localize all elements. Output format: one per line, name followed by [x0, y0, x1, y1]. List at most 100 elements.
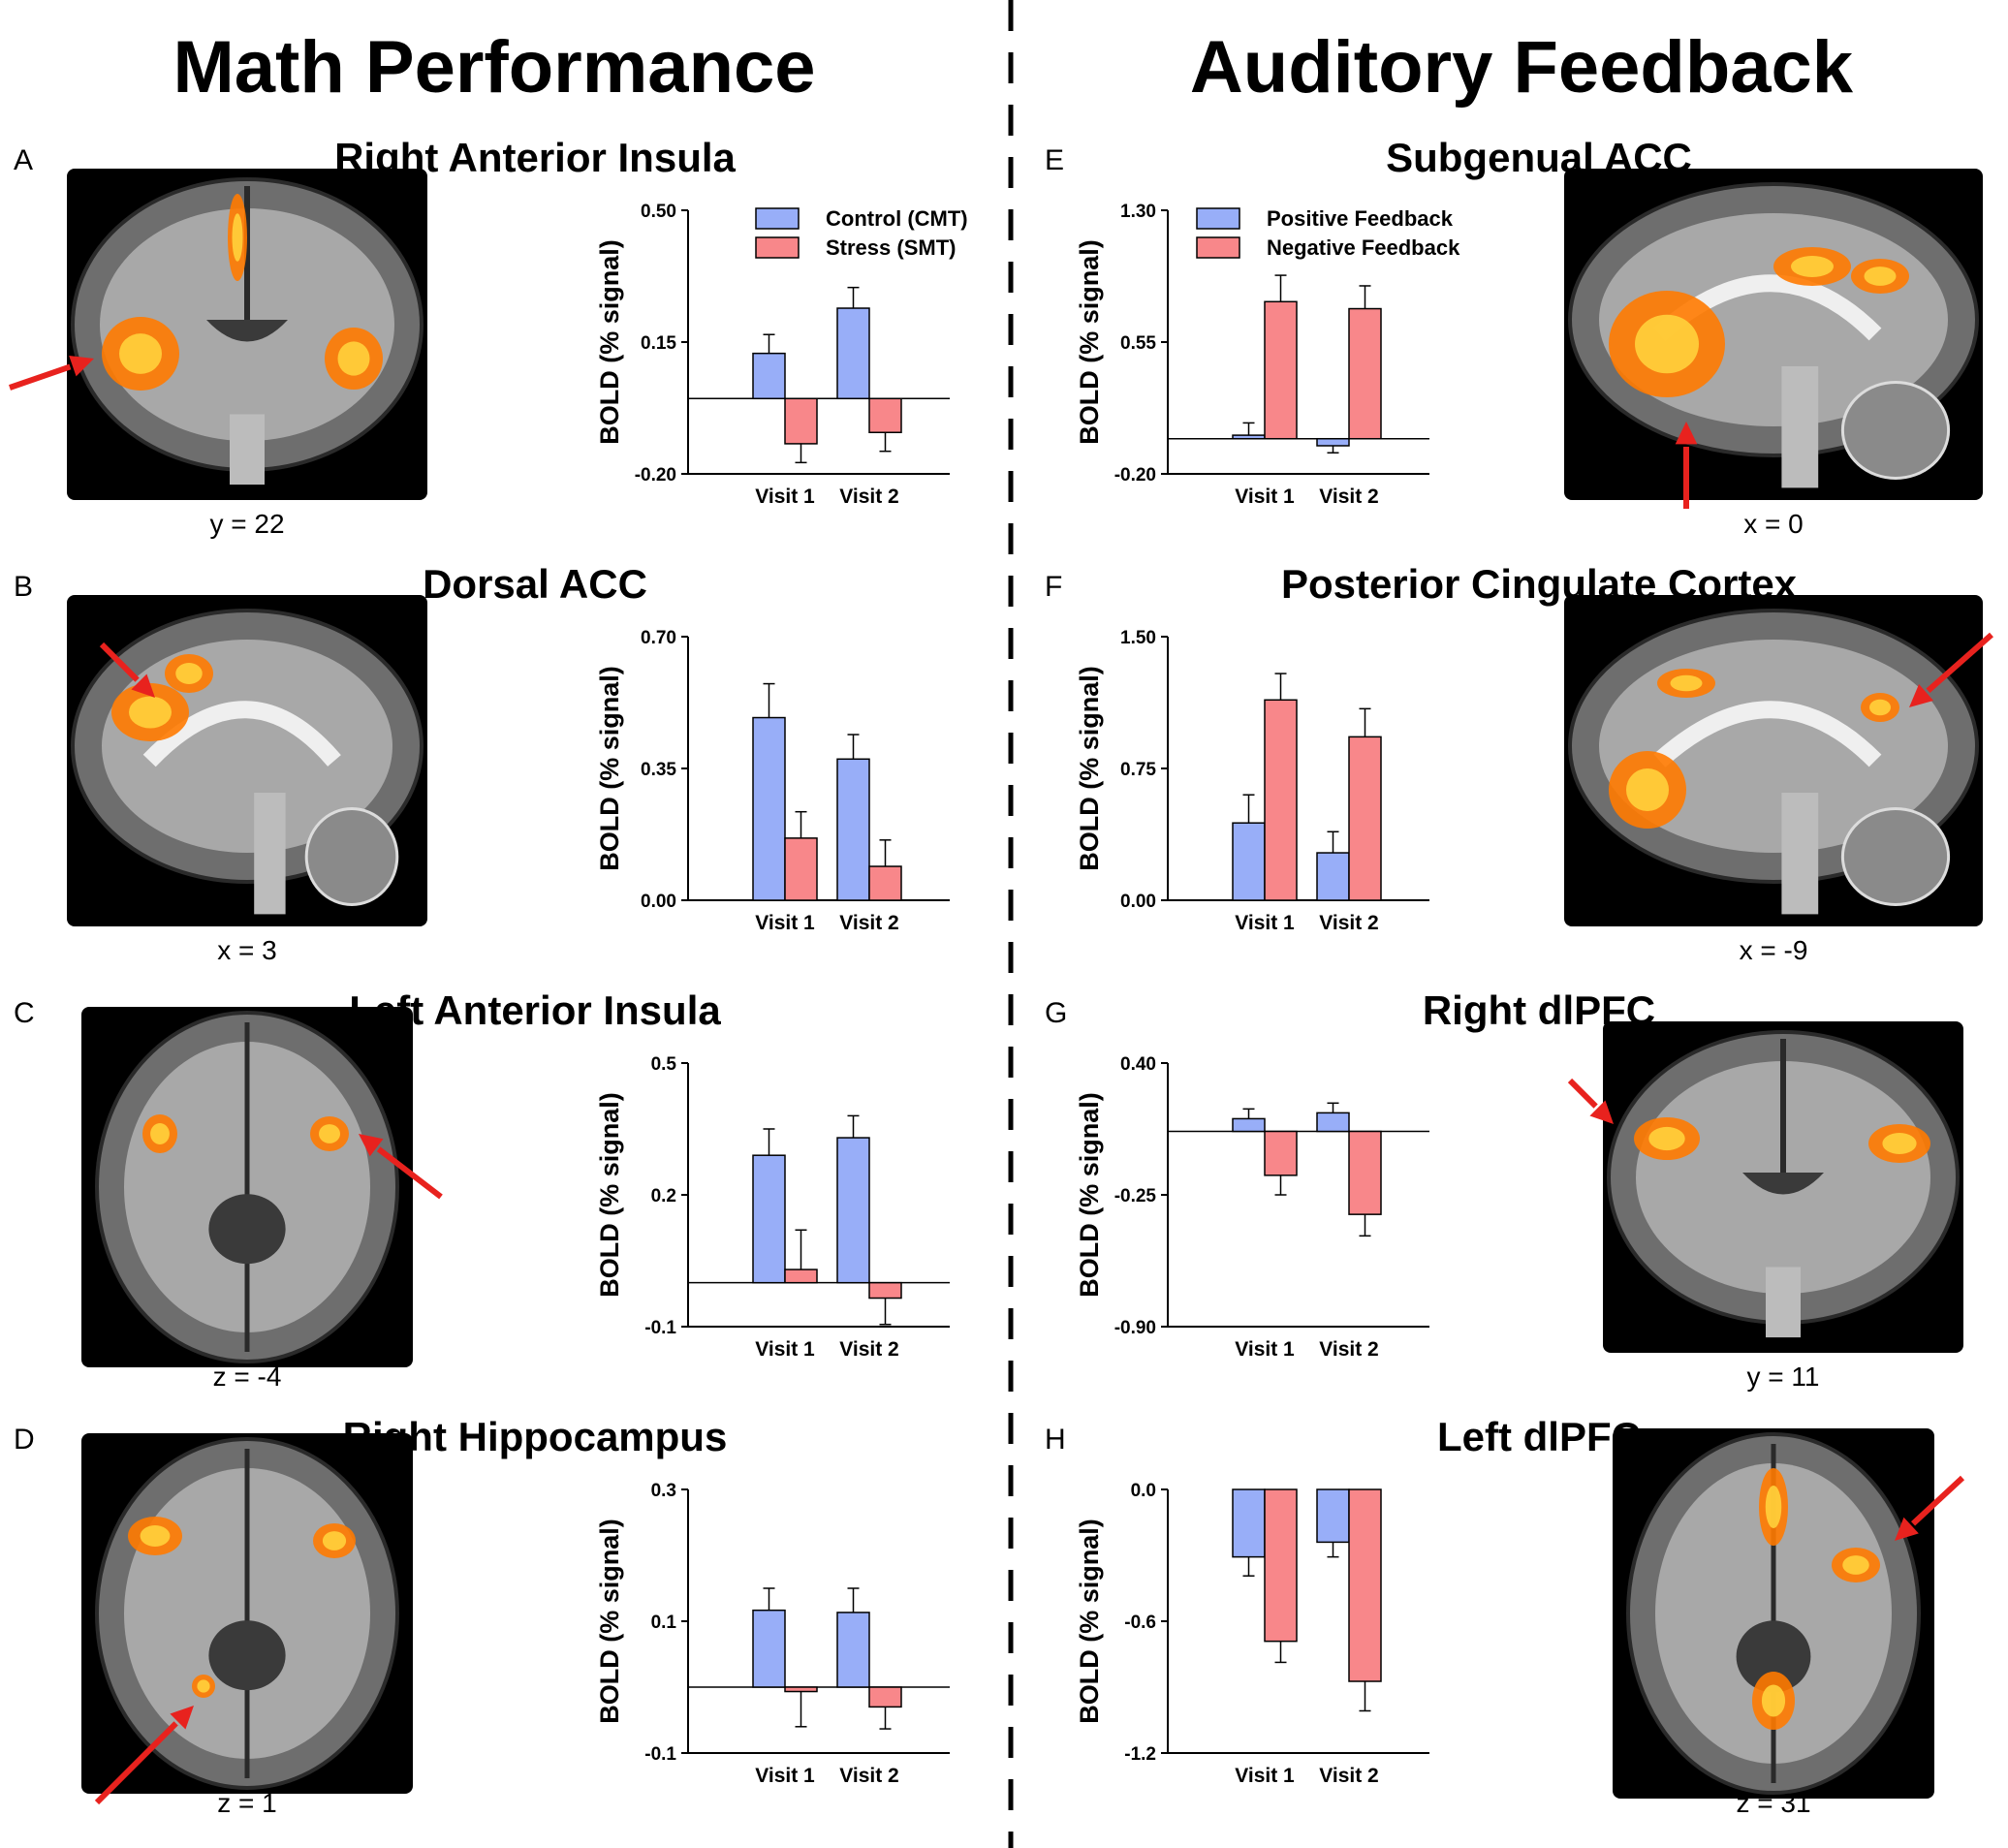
y-tick-label: -0.6	[1124, 1613, 1156, 1633]
y-tick-label: 0.00	[641, 892, 676, 912]
bar-series1	[1232, 1488, 1266, 1558]
slice-coordinate-label: x = 3	[217, 935, 276, 965]
red-arrow-icon	[1567, 1078, 1598, 1109]
bar-series2	[784, 397, 818, 445]
y-tick-label: 1.50	[1120, 628, 1156, 648]
y-axis-label: BOLD (% signal)	[595, 666, 624, 871]
red-arrow-head	[1589, 1100, 1614, 1124]
bar-series2	[1264, 1488, 1298, 1643]
bar-series1	[836, 307, 870, 400]
activation-cluster-icon	[337, 341, 370, 376]
bar-series1	[1232, 822, 1266, 901]
slice-coordinate-label: x = 0	[1743, 509, 1803, 539]
activation-cluster-icon	[140, 1525, 171, 1547]
legend-entry: Negative Feedback	[1267, 235, 1460, 260]
activation-cluster-icon	[322, 1531, 347, 1550]
bar-series2	[868, 1686, 902, 1708]
panel-letter: B	[14, 571, 33, 603]
corpus-callosum	[1653, 701, 1882, 767]
red-arrow-head	[131, 673, 155, 698]
bar-series1	[1316, 1112, 1350, 1133]
brainstem	[1781, 366, 1819, 488]
bar-series1	[1232, 434, 1266, 440]
activation-cluster-icon	[129, 696, 172, 729]
y-tick-label: -0.90	[1114, 1318, 1156, 1338]
activation-cluster-icon	[1791, 256, 1834, 277]
bar-series2	[868, 397, 902, 434]
y-tick-label: -0.1	[644, 1744, 676, 1765]
y-axis-label: BOLD (% signal)	[1075, 239, 1104, 445]
red-arrow-head	[1909, 684, 1934, 707]
slice-coordinate-label: z = -4	[213, 1362, 282, 1392]
legend-entry: Stress (SMT)	[826, 235, 956, 260]
red-arrow-icon	[1926, 632, 1993, 694]
x-tick-label: Visit 1	[755, 912, 815, 934]
panel-title: Left dlPFC	[1437, 1414, 1641, 1459]
activation-cluster-icon	[1842, 1555, 1869, 1575]
panel-letter: F	[1045, 571, 1062, 603]
ventricles	[208, 1620, 286, 1691]
bar-series2	[868, 865, 902, 901]
brain-image	[9, 169, 427, 500]
panel-letter: C	[14, 997, 35, 1029]
y-tick-label: -0.20	[635, 465, 676, 485]
brain-image	[81, 1007, 443, 1367]
activation-cluster-icon	[1765, 1486, 1782, 1528]
bar-series2	[1348, 1130, 1382, 1215]
slice-coordinate-label: y = 22	[209, 509, 284, 539]
heading-auditory-feedback: Auditory Feedback	[1190, 26, 1854, 109]
brainstem	[1766, 1267, 1801, 1338]
bar-series2	[1348, 1488, 1382, 1682]
red-arrow-icon	[94, 1721, 178, 1805]
x-tick-label: Visit 2	[1319, 1338, 1378, 1361]
red-arrow-head	[1675, 422, 1698, 445]
red-arrow-icon	[376, 1146, 443, 1200]
red-arrow-head	[170, 1706, 194, 1730]
y-tick-label: 0.70	[641, 628, 676, 648]
activation-cluster-icon	[175, 663, 203, 684]
brain-image	[1564, 595, 1993, 926]
bar-series1	[752, 352, 786, 400]
y-tick-label: 0.0	[1131, 1481, 1156, 1501]
activation-cluster-icon	[1648, 1126, 1685, 1151]
activation-cluster-icon	[1882, 1133, 1917, 1154]
slice-coordinate-label: x = -9	[1740, 935, 1808, 965]
bar-series2	[1348, 736, 1382, 901]
bar-series2	[1264, 699, 1298, 901]
cerebellum	[1840, 807, 1951, 906]
panel-title: Dorsal ACC	[423, 561, 647, 607]
brain-image	[67, 595, 427, 926]
y-tick-label: 1.30	[1120, 202, 1156, 222]
y-axis-label: BOLD (% signal)	[595, 1519, 624, 1724]
legend-entry: Control (CMT)	[826, 206, 968, 231]
activation-cluster-icon	[1761, 1684, 1786, 1717]
x-tick-label: Visit 1	[1235, 485, 1295, 508]
bar-series1	[836, 758, 870, 901]
bar-series1	[752, 1154, 786, 1284]
activation-cluster-icon	[232, 213, 243, 262]
bar-series1	[836, 1612, 870, 1688]
x-tick-label: Visit 2	[839, 912, 898, 934]
bar-series2	[1264, 300, 1298, 440]
y-tick-label: -1.2	[1124, 1744, 1156, 1765]
red-arrow-head	[69, 355, 94, 377]
x-tick-label: Visit 2	[839, 1338, 898, 1361]
brain-image	[1567, 1021, 1963, 1353]
x-tick-label: Visit 1	[755, 1338, 815, 1361]
y-axis-label: BOLD (% signal)	[1075, 1519, 1104, 1724]
lateral-ventricles	[206, 320, 288, 342]
slice-coordinate-label: z = 1	[217, 1788, 276, 1818]
panel-letter: H	[1045, 1424, 1066, 1456]
corpus-callosum	[142, 701, 341, 767]
bar-series1	[1232, 1117, 1266, 1133]
slice-coordinate-label: z = 31	[1736, 1788, 1810, 1818]
bar-series2	[784, 1269, 818, 1284]
activation-cluster-icon	[1635, 314, 1699, 374]
y-tick-label: 0.15	[641, 333, 676, 354]
